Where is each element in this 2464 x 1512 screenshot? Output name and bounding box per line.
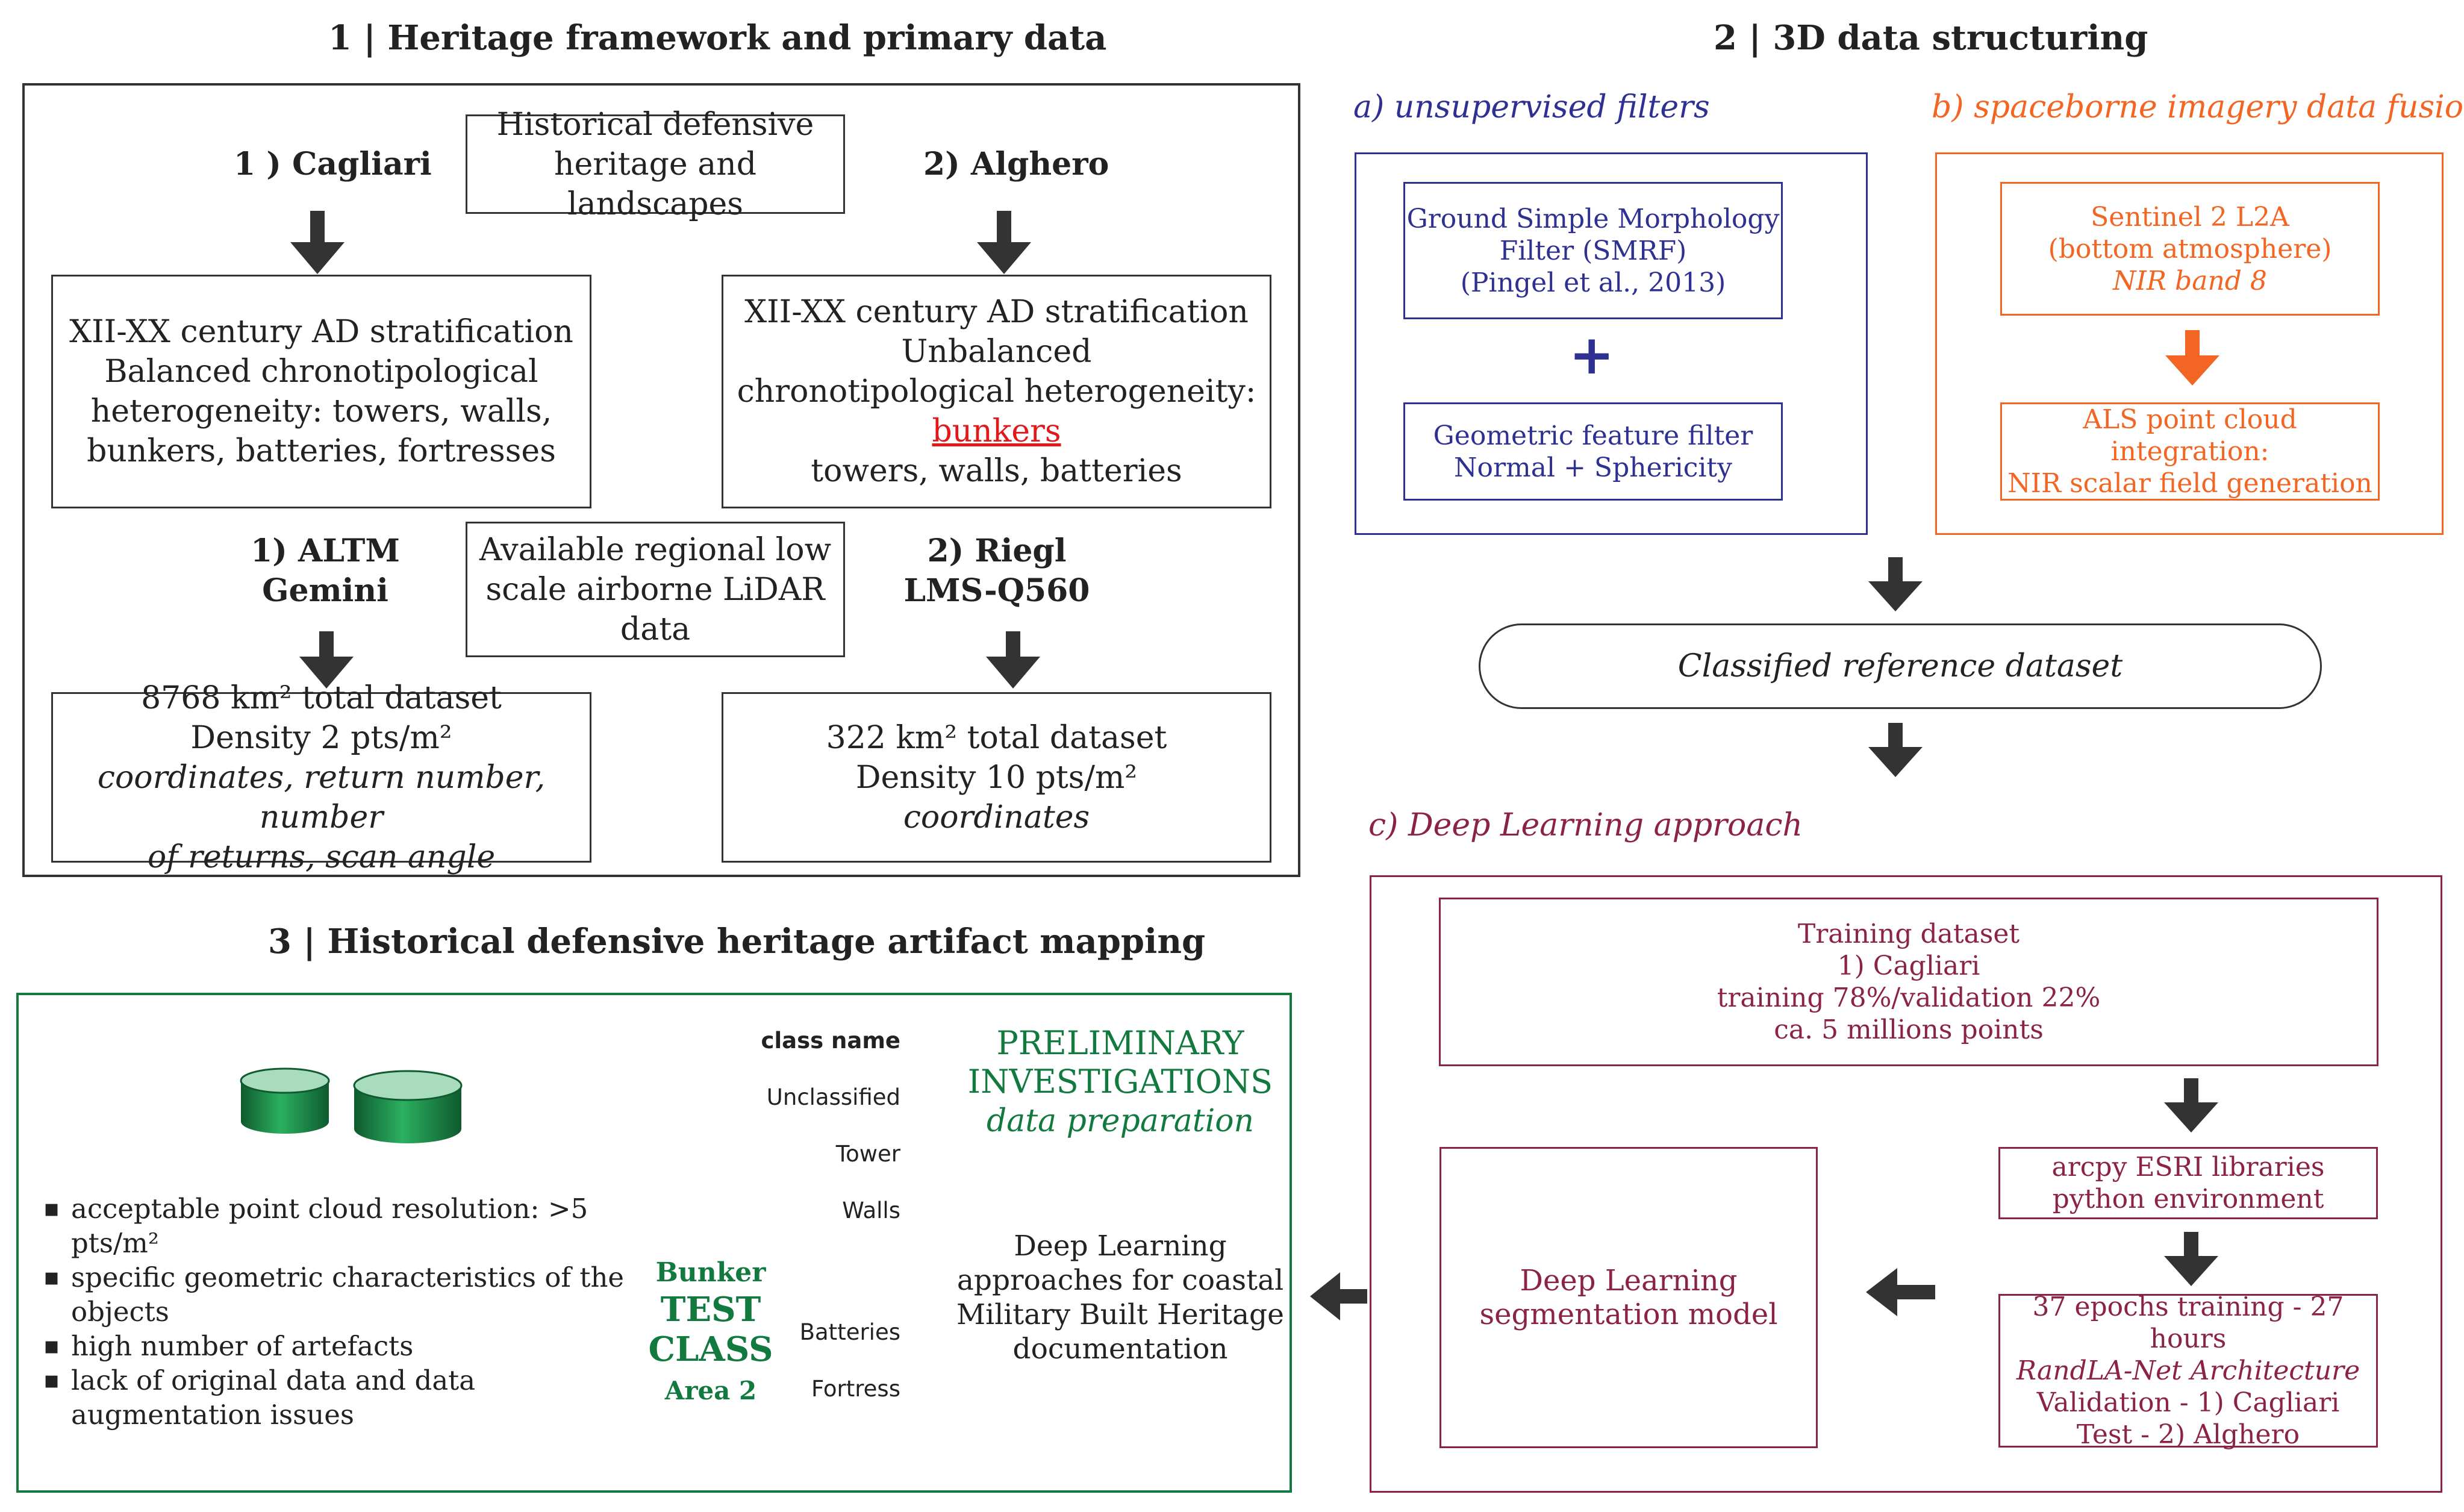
plus-icon: + <box>1569 323 1615 387</box>
section1-title: 1 | Heritage framework and primary data <box>328 18 1107 58</box>
area-2-label: Area 2 <box>664 1376 757 1405</box>
defensive-heritage-box: Historical defensive heritage and landsc… <box>466 107 845 222</box>
sensor-altm-gemini: 1) ALTM Gemini <box>251 533 400 609</box>
training-dataset-box: Training dataset 1) Cagliari training 78… <box>1439 898 2378 1066</box>
arrow-left-to-model <box>1866 1268 1935 1316</box>
class-tower: Tower <box>835 1141 900 1167</box>
cagliari-stratification-box: XII-XX century AD stratification Balance… <box>51 275 591 508</box>
als-integration-box: ALS point cloud integration: NIR scalar … <box>2000 402 2380 501</box>
criteria-item: high number of artefacts <box>43 1329 640 1363</box>
criteria-item: acceptable point cloud resolution: >5 pt… <box>43 1192 640 1260</box>
section3-title: 3 | Historical defensive heritage artifa… <box>268 922 1206 961</box>
arrow-down-altm <box>299 631 354 689</box>
geometric-filter-box: Geometric feature filter Normal + Spheri… <box>1403 402 1783 501</box>
classified-dataset-box: Classified reference dataset <box>1479 623 2322 709</box>
class-unclassified: Unclassified <box>766 1084 900 1110</box>
dl-segmentation-model-box: Deep Learning segmentation model <box>1439 1147 1818 1448</box>
criteria-item: lack of original data and data augmentat… <box>43 1363 640 1432</box>
unsupervised-filters-frame <box>1355 152 1868 535</box>
class-batteries: Batteries <box>799 1319 900 1345</box>
lidar-availability-box: Available regional low scale airborne Li… <box>466 522 845 657</box>
arrow-down-to-epochs <box>2164 1232 2218 1286</box>
site-alghero-label: 2) Alghero <box>923 146 1109 183</box>
cagliari-dataset-box: 8768 km² total dataset Density 2 pts/m² … <box>51 680 591 875</box>
alghero-dataset-box: 322 km² total dataset Density 10 pts/m² … <box>722 692 1271 863</box>
criteria-list: acceptable point cloud resolution: >5 pt… <box>43 1192 640 1432</box>
arrow-left-to-section3 <box>1310 1272 1367 1320</box>
class-walls: Walls <box>842 1198 900 1223</box>
sensor-riegl: 2) Riegl LMS-Q560 <box>903 533 1090 609</box>
database-icon <box>240 1067 463 1143</box>
class-fortress: Fortress <box>811 1376 900 1402</box>
arrow-down-to-classified <box>1868 557 1923 611</box>
smrf-filter-box: Ground Simple Morphology Filter (SMRF) (… <box>1403 182 1783 319</box>
alghero-stratification-box: XII-XX century AD stratification Unbalan… <box>722 275 1271 508</box>
class-name-header: class name <box>761 1028 900 1054</box>
unsupervised-filters-title: a) unsupervised filters <box>1353 89 1710 125</box>
section1-frame <box>22 83 1300 877</box>
spaceborne-fusion-frame <box>1935 152 2444 535</box>
arrow-down-alghero <box>977 211 1031 274</box>
arrow-down-cagliari <box>290 211 345 274</box>
class-bunker: Bunker <box>655 1257 766 1288</box>
arrow-down-to-arcpy <box>2164 1078 2218 1132</box>
section3-frame <box>16 993 1292 1493</box>
arrow-down-to-dl <box>1868 723 1923 777</box>
deep-learning-title: c) Deep Learning approach <box>1368 807 1803 843</box>
bunkers-highlight: bunkers <box>932 413 1061 449</box>
section2-title: 2 | 3D data structuring <box>1714 18 2148 58</box>
sentinel-box: Sentinel 2 L2A (bottom atmosphere) NIR b… <box>2000 182 2380 316</box>
preliminary-investigations: PRELIMINARY INVESTIGATIONS data preparat… <box>967 1024 1273 1139</box>
arrow-down-riegl <box>986 631 1040 689</box>
epochs-training-box: 37 epochs training - 27 hours RandLA-Net… <box>1998 1292 2378 1450</box>
deep-learning-frame <box>1370 875 2442 1493</box>
arcpy-box: arcpy ESRI libraries python environment <box>1998 1147 2378 1219</box>
dl-documentation-text: Deep Learning approaches for coastal Mil… <box>956 1229 1284 1366</box>
spaceborne-fusion-title: b) spaceborne imagery data fusion <box>1932 89 2464 125</box>
arrow-down-orange <box>2165 330 2219 386</box>
site-cagliari-label: 1 ) Cagliari <box>234 146 432 183</box>
bunker-test-class: Bunker TEST CLASS Area 2 <box>638 1256 783 1413</box>
criteria-item: specific geometric characteristics of th… <box>43 1260 640 1329</box>
